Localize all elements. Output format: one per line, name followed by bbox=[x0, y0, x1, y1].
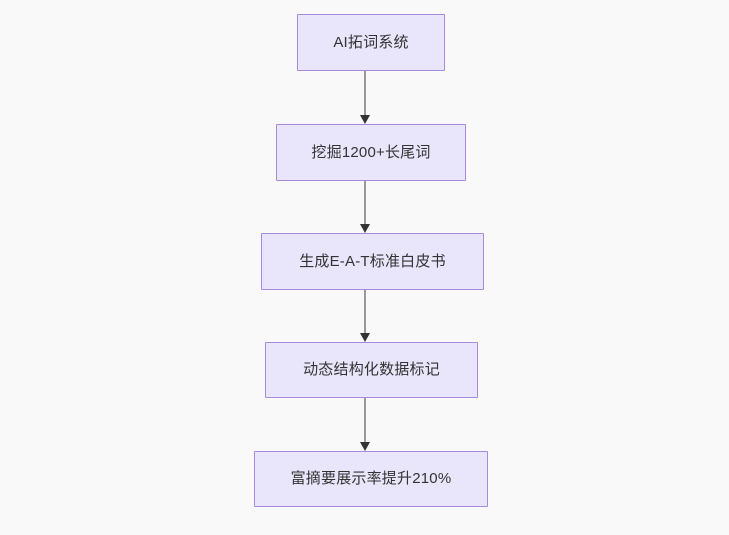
flow-node-mine-longtail-keywords[interactable]: 挖掘1200+长尾词 bbox=[276, 124, 466, 181]
flow-node-label: 富摘要展示率提升210% bbox=[290, 470, 452, 487]
flow-node-ai-keyword-system[interactable]: AI拓词系统 bbox=[297, 14, 445, 71]
arrowhead-icon bbox=[360, 333, 370, 342]
flow-edge-1 bbox=[357, 71, 373, 124]
arrowhead-icon bbox=[360, 115, 370, 124]
flow-node-dynamic-structured-data-markup[interactable]: 动态结构化数据标记 bbox=[265, 342, 478, 398]
edge-line bbox=[364, 181, 366, 226]
edge-line bbox=[364, 71, 366, 117]
edge-line bbox=[364, 290, 366, 335]
flow-node-generate-eat-whitepaper[interactable]: 生成E-A-T标准白皮书 bbox=[261, 233, 484, 290]
flow-edge-3 bbox=[357, 290, 373, 342]
flow-edge-4 bbox=[357, 398, 373, 451]
flow-node-label: 动态结构化数据标记 bbox=[303, 361, 440, 378]
arrowhead-icon bbox=[360, 442, 370, 451]
arrowhead-icon bbox=[360, 224, 370, 233]
flow-node-label: AI拓词系统 bbox=[333, 33, 409, 51]
flow-node-label: 生成E-A-T标准白皮书 bbox=[299, 252, 446, 270]
edge-line bbox=[364, 398, 366, 444]
flow-node-rich-snippet-impression-lift[interactable]: 富摘要展示率提升210% bbox=[254, 451, 488, 507]
flow-node-label: 挖掘1200+长尾词 bbox=[311, 143, 431, 161]
flow-edge-2 bbox=[357, 181, 373, 233]
